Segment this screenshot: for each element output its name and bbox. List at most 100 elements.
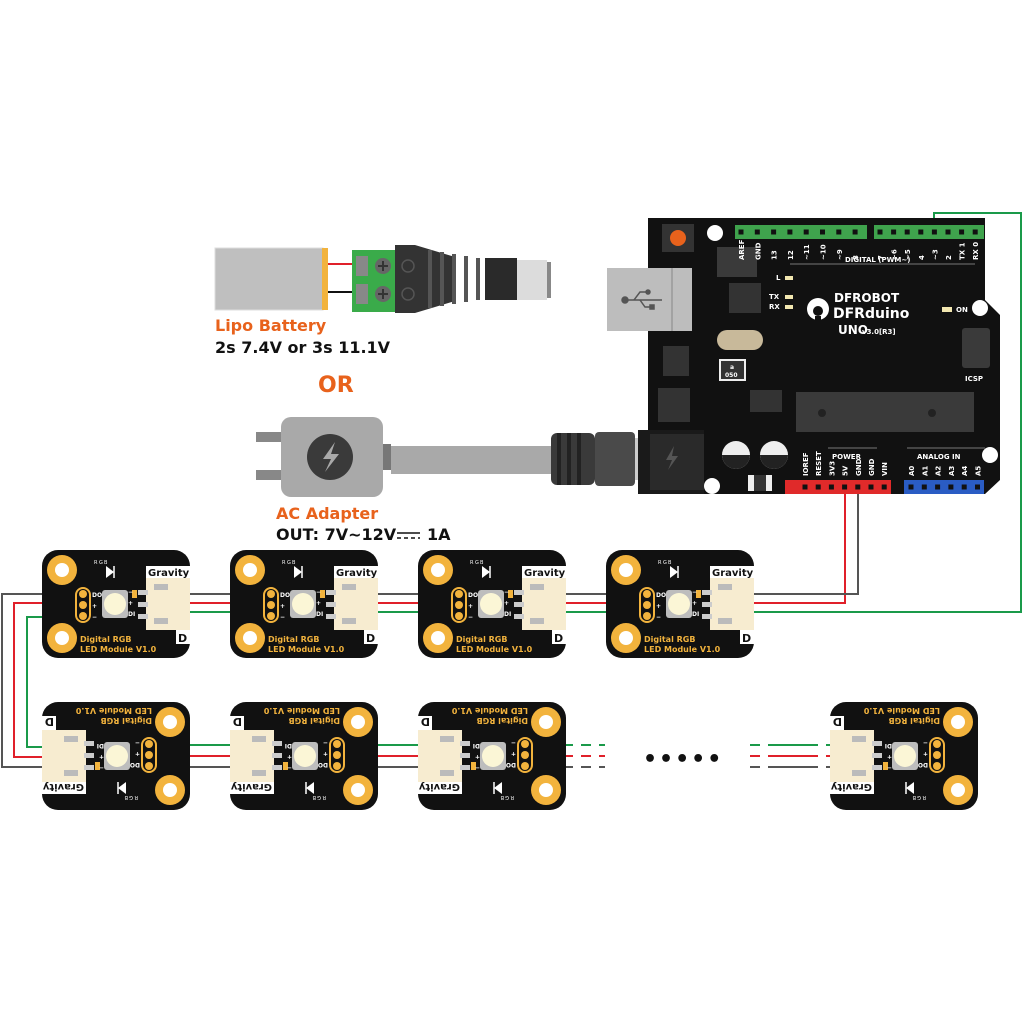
gnd-wire [750, 488, 859, 595]
board-brand: DFROBOT [834, 291, 900, 305]
analog-label: ANALOG IN [917, 453, 961, 461]
out-pin-label: − [656, 614, 661, 621]
power-pin-label: RESET [815, 451, 823, 476]
out-pin-label: + [656, 603, 661, 610]
dfrobot-gear-logo [807, 298, 829, 324]
rgb-led-icon: RGB [305, 782, 326, 800]
out-pin-label: DO [656, 592, 666, 599]
digital-pin-label: 2 [945, 255, 953, 260]
digital-pin-label: AREF [738, 239, 746, 260]
in-pin-label: DI [885, 742, 892, 749]
in-pin-label: DI [97, 742, 104, 749]
rgb-label: G [287, 560, 291, 566]
gravity-badge: Gravity [230, 781, 272, 792]
rgb-label: G [917, 794, 921, 800]
power-pin-hole [855, 484, 861, 490]
digital-pin-hole [852, 229, 858, 235]
gravity-badge: Gravity [712, 568, 754, 579]
analog-pin-hole [935, 484, 941, 490]
in-pin-label: + [316, 600, 321, 607]
out-pin-label: + [511, 750, 516, 757]
port-label: D [178, 632, 187, 645]
power-pin-label: IOREF [802, 452, 810, 476]
digital-pin-label: ~6 [891, 249, 899, 260]
digital-pin-label: ~3 [931, 249, 939, 260]
analog-pin-hole [908, 484, 914, 490]
in-pin-label: − [475, 764, 480, 771]
usb-icon [621, 289, 662, 310]
analog-pin-label: A0 [908, 466, 916, 476]
reset-button[interactable] [670, 230, 686, 246]
analog-pin-label: A1 [921, 466, 929, 476]
digital-pin-hole [959, 229, 965, 235]
battery-spec: 2s 7.4V or 3s 11.1V [215, 338, 391, 357]
in-pin-label: DI [285, 742, 292, 749]
out-pin-label: + [468, 603, 473, 610]
module-name-line2: LED Module V1.0 [80, 645, 157, 654]
rgb-label: R [658, 560, 662, 566]
rgb-label: B [312, 794, 316, 800]
rgb-label: G [99, 560, 103, 566]
digital-pin-hole [836, 229, 842, 235]
module-name-line2: LED Module V1.0 [456, 645, 533, 654]
digital-pin-hole [945, 229, 951, 235]
power-pin-hole [802, 484, 808, 490]
digital-pin-hole [918, 229, 924, 235]
adapter-spec-prefix: OUT: 7V~12V [276, 525, 397, 544]
port-label: D [233, 715, 242, 728]
port-label: D [45, 715, 54, 728]
out-pin-label: DO [468, 592, 478, 599]
dc-symbol-icon [397, 532, 420, 539]
power-pin-hole [868, 484, 874, 490]
out-pin-label: − [468, 614, 473, 621]
out-pin-label: DO [130, 761, 140, 768]
out-pin-label: + [323, 750, 328, 757]
module-name-line1: Digital RGB [889, 716, 940, 725]
power-header [785, 480, 891, 494]
gravity-badge: Gravity [336, 568, 378, 579]
rgb-label: G [129, 794, 133, 800]
power-pin-hole [842, 484, 848, 490]
rgb-label: R [510, 794, 514, 800]
digital-pin-label: ~9 [836, 249, 844, 260]
digital-pin-label: RX 0 [972, 242, 980, 260]
gravity-badge: Gravity [418, 781, 460, 792]
board-version: v3.0[R3] [862, 328, 896, 336]
digital-pin-label: GND [754, 242, 762, 260]
adapter-spec-suffix: 1A [427, 525, 451, 544]
vcc-wire [750, 488, 846, 604]
digital-pin-label: ~11 [803, 244, 811, 260]
in-pin-label: DI [504, 611, 511, 618]
port-label: D [554, 632, 563, 645]
digital-header-low [874, 225, 984, 239]
port-label: D [742, 632, 751, 645]
out-pin-label: + [92, 603, 97, 610]
power-pin-hole [881, 484, 887, 490]
rgb-label: R [322, 794, 326, 800]
digital-pin-label: TX 1 [959, 242, 967, 260]
in-pin-label: − [287, 764, 292, 771]
in-pin-label: − [128, 589, 133, 596]
rgb-label: R [134, 794, 138, 800]
minus-symbol-icon [401, 287, 415, 301]
module-name-line2: LED Module V1.0 [644, 645, 721, 654]
chain-ellipsis: ••••• [643, 747, 723, 772]
rgb-label: B [480, 560, 484, 566]
rgb-label: G [317, 794, 321, 800]
out-pin-label: − [923, 739, 928, 746]
digital-pin-label: 7 [877, 255, 885, 260]
module-name-line1: Digital RGB [80, 635, 131, 644]
in-pin-label: − [692, 589, 697, 596]
power-pin-hole [815, 484, 821, 490]
icsp-label: ICSP [965, 375, 983, 383]
out-pin-label: DO [318, 761, 328, 768]
analog-pin-label: A3 [948, 466, 956, 476]
